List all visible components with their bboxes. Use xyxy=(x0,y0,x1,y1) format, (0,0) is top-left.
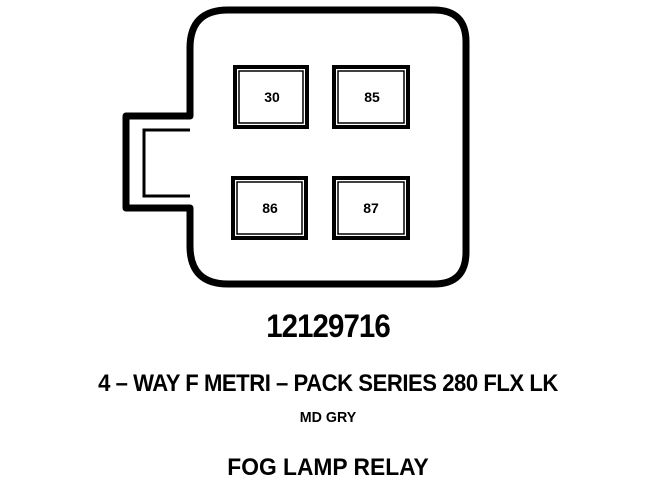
pin-cavity-85: 85 xyxy=(332,65,410,129)
pin-label: 86 xyxy=(262,200,278,216)
component-name: FOG LAMP RELAY xyxy=(227,454,429,481)
connector-description: 4 – WAY F METRI – PACK SERIES 280 FLX LK xyxy=(98,370,558,397)
pin-cavity-30: 30 xyxy=(233,65,309,129)
pin-label: 30 xyxy=(264,89,280,105)
pin-cavity-86: 86 xyxy=(231,176,308,240)
pin-label: 87 xyxy=(363,200,379,216)
color-code: MD GRY xyxy=(299,409,357,426)
pin-label: 85 xyxy=(364,89,380,105)
pin-cavity-87: 87 xyxy=(332,176,410,240)
connector-face-diagram: 30 85 86 87 xyxy=(122,6,470,288)
connector-housing-outline xyxy=(122,6,470,288)
connector-latch xyxy=(142,128,190,198)
part-number: 12129716 xyxy=(266,308,391,344)
